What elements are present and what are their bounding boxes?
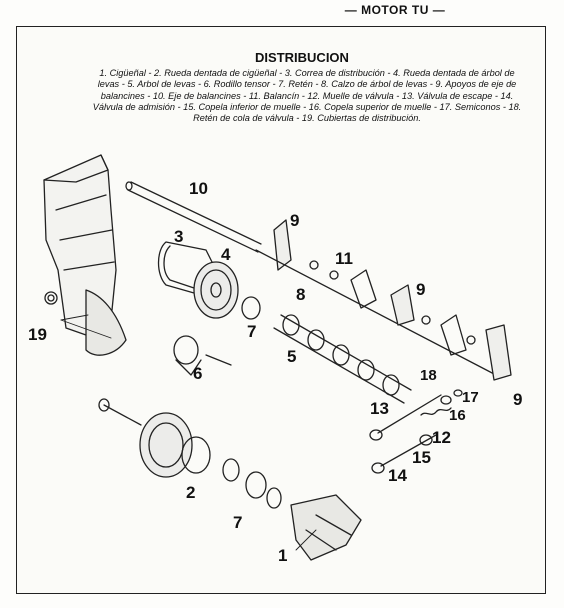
callout-2: 2: [186, 483, 196, 502]
callout-18: 18: [420, 367, 437, 384]
figure-legend: 1. Cigüeñal - 2. Rueda dentada de cigüeñ…: [92, 68, 522, 124]
callout-4: 4: [221, 245, 231, 264]
valve-assembly-drawing: [369, 389, 463, 474]
callout-12: 12: [432, 428, 451, 447]
section-header: — MOTOR TU —: [344, 3, 446, 17]
figure-title: DISTRIBUCION: [255, 50, 349, 65]
callout-3: 3: [174, 227, 184, 246]
camshaft-seal-drawing: [241, 296, 261, 320]
camshaft-sprocket-drawing: [193, 261, 239, 319]
camshaft-drawing: [273, 314, 412, 404]
callout-8: 8: [296, 285, 306, 304]
exploded-view-drawing: [43, 154, 512, 561]
crankshaft-drawing: [290, 494, 362, 561]
callout-7-lower: 7: [233, 513, 243, 532]
rocker-assembly-drawing: [255, 219, 512, 381]
rocker-shaft-drawing: [125, 181, 262, 253]
callout-16: 16: [449, 407, 466, 424]
callout-5: 5: [287, 347, 297, 366]
callout-19: 19: [28, 325, 47, 344]
callout-14: 14: [388, 466, 407, 485]
callout-9-bottom: 9: [513, 390, 523, 409]
callout-1: 1: [278, 546, 288, 565]
leader-lines: [60, 314, 317, 551]
callout-9-middle: 9: [416, 280, 426, 299]
callout-17: 17: [462, 389, 479, 406]
callout-7-upper: 7: [247, 322, 257, 341]
callout-15: 15: [412, 448, 431, 467]
callout-11: 11: [335, 249, 353, 268]
callout-13: 13: [370, 399, 389, 418]
crank-pulley-drawing: [98, 398, 211, 478]
crank-seal-drawing: [222, 458, 282, 509]
callout-9-top: 9: [290, 211, 300, 230]
callout-6: 6: [193, 364, 203, 383]
timing-cover-drawing: [43, 154, 127, 356]
callout-10: 10: [189, 179, 208, 198]
tensioner-drawing: [173, 335, 232, 376]
